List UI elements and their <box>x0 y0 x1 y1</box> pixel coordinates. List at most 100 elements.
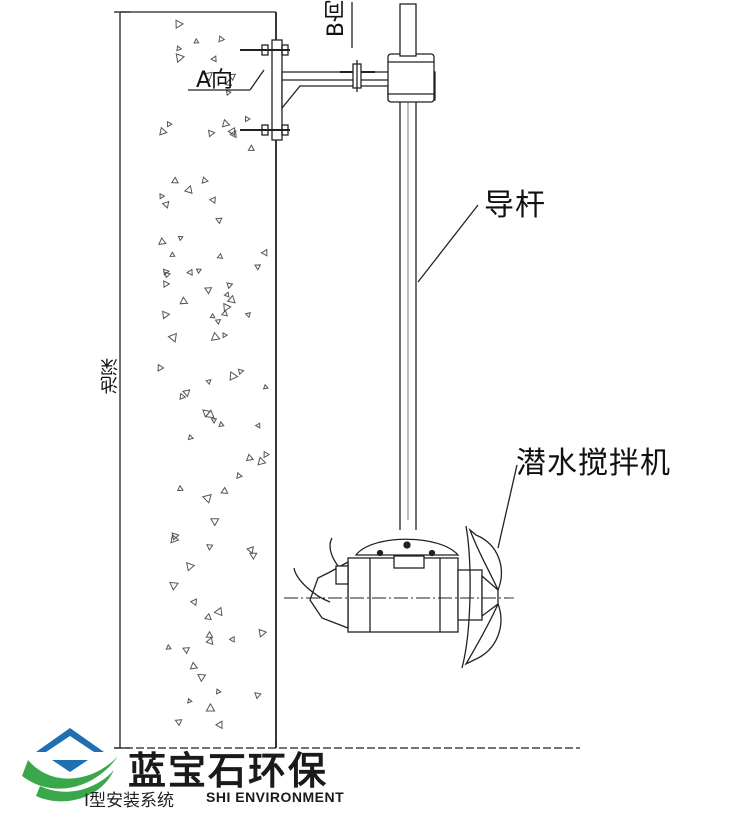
concrete-mark <box>175 19 184 30</box>
installation-caption: I型安装系统 <box>84 791 175 811</box>
concrete-mark <box>210 331 221 341</box>
concrete-mark <box>229 129 237 139</box>
concrete-mark <box>216 252 224 259</box>
concrete-mark <box>159 192 166 200</box>
concrete-mark <box>228 73 237 82</box>
concrete-mark <box>260 248 268 257</box>
concrete-mark <box>189 598 198 607</box>
concrete-mark <box>254 264 262 271</box>
concrete-mark <box>258 628 268 638</box>
concrete-mark <box>186 268 193 277</box>
bracket-bolt <box>428 549 436 557</box>
concrete-mark <box>165 643 172 650</box>
concrete-mark <box>182 389 191 398</box>
concrete-mark <box>223 302 232 313</box>
concrete-mark <box>244 115 251 123</box>
guide-rod-top <box>399 3 417 57</box>
concrete-mark <box>210 55 217 63</box>
concrete-mark <box>187 433 195 441</box>
power-cable <box>329 537 339 567</box>
pool-depth-label: 池深 <box>100 358 121 394</box>
concrete-mark <box>206 544 214 551</box>
leader-mixer <box>497 464 518 549</box>
concrete-mark <box>203 612 212 621</box>
concrete-mark <box>215 688 222 695</box>
direction-b-label: B向 <box>324 0 349 38</box>
concrete-mark <box>226 294 236 304</box>
concrete-mark <box>207 129 216 138</box>
concrete-mark <box>169 251 176 257</box>
concrete-mark <box>218 35 226 43</box>
leader-guide-rod <box>417 204 479 283</box>
concrete-mark <box>187 697 193 704</box>
concrete-mark <box>179 392 187 401</box>
concrete-mark <box>161 200 170 209</box>
rod-clamp <box>387 53 435 103</box>
concrete-mark <box>246 545 254 555</box>
submersible-mixer-label: 潜水搅拌机 <box>516 446 671 481</box>
concrete-mark <box>177 235 184 242</box>
concrete-mark <box>158 236 167 245</box>
concrete-mark <box>215 217 223 225</box>
bolt-nut <box>261 44 269 56</box>
concrete-mark <box>197 673 207 683</box>
concrete-mark <box>174 719 183 727</box>
concrete-mark <box>225 89 232 97</box>
concrete-mark <box>202 71 213 82</box>
concrete-mark <box>209 312 216 319</box>
concrete-mark <box>179 296 189 305</box>
cable-gland <box>335 565 349 585</box>
concrete-mark <box>227 126 236 136</box>
lifting-hook <box>293 567 331 603</box>
concrete-mark <box>186 562 196 572</box>
concrete-mark <box>222 332 229 339</box>
concrete-mark <box>193 37 200 44</box>
bolt-nut <box>261 124 269 136</box>
concrete-mark <box>201 176 209 184</box>
concrete-mark <box>244 312 251 319</box>
concrete-texture <box>157 19 271 730</box>
concrete-mark <box>245 453 255 462</box>
concrete-mark <box>254 422 261 429</box>
concrete-mark <box>214 319 222 326</box>
concrete-mark <box>189 661 199 670</box>
concrete-mark <box>175 53 186 64</box>
concrete-mark <box>205 378 212 386</box>
concrete-mark <box>213 606 223 617</box>
concrete-mark <box>162 268 170 276</box>
guide-rod-label: 导杆 <box>484 188 546 223</box>
bracket-bolt <box>376 549 384 557</box>
concrete-mark <box>220 309 228 317</box>
brand-name-en: SHI ENVIRONMENT <box>206 789 345 805</box>
bolt-nut <box>281 124 289 136</box>
concrete-mark <box>262 383 269 390</box>
concrete-mark <box>201 493 212 504</box>
brand-logo-icon <box>22 728 118 802</box>
propeller-blade-bottom <box>464 602 502 666</box>
propeller-blade-top <box>468 527 502 592</box>
concrete-mark <box>170 176 179 184</box>
concrete-mark <box>249 552 258 561</box>
brand-name-cn: 蓝宝石环保 <box>128 748 329 793</box>
direction-a-pointer <box>249 69 265 91</box>
propeller-sweep <box>461 525 471 669</box>
concrete-mark <box>167 332 177 343</box>
concrete-mark <box>226 282 234 290</box>
concrete-mark <box>247 144 256 151</box>
concrete-mark <box>205 702 216 712</box>
concrete-mark <box>176 45 183 52</box>
concrete-mark <box>210 518 220 527</box>
motor-body <box>347 557 459 633</box>
concrete-mark <box>163 280 171 289</box>
concrete-mark <box>159 126 168 136</box>
concrete-mark <box>218 420 225 428</box>
concrete-mark <box>224 78 233 87</box>
concrete-mark <box>195 268 202 275</box>
concrete-mark <box>205 636 214 646</box>
concrete-mark <box>257 456 267 466</box>
concrete-mark <box>220 486 229 494</box>
concrete-mark <box>183 184 193 195</box>
concrete-mark <box>263 450 271 459</box>
concrete-mark <box>169 581 179 591</box>
bolt-nut <box>281 44 289 56</box>
